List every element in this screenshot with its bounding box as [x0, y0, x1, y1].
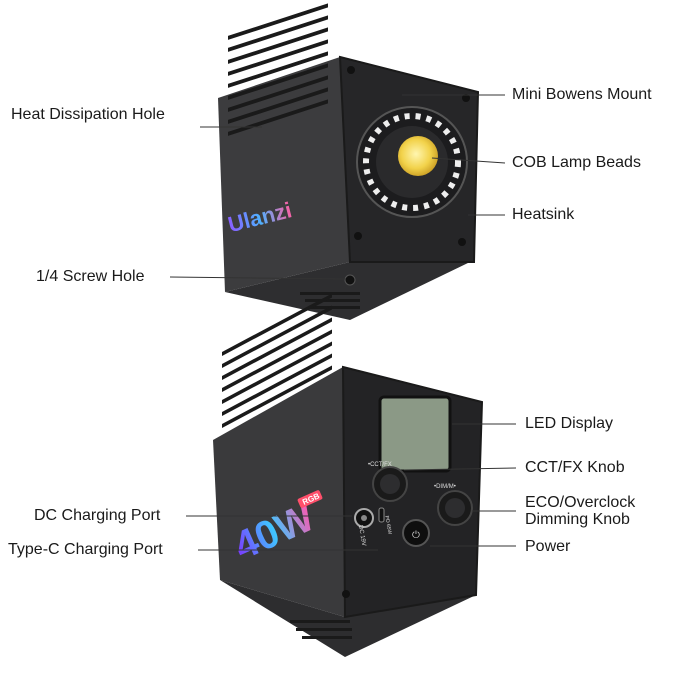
label-cct-fx-knob: CCT/FX Knob: [525, 459, 625, 476]
heat-dissipation-vents: [228, 3, 328, 136]
label-eco-overclock: ECO/Overclock Dimming Knob: [525, 494, 635, 528]
label-type-c-charging-port: Type-C Charging Port: [8, 541, 163, 558]
led-display: [378, 395, 452, 473]
label-heatsink: Heatsink: [512, 206, 575, 223]
type-c-port-icon: [378, 507, 385, 523]
power-icon: ⏻: [412, 530, 420, 541]
screw-hole-icon: [344, 274, 356, 286]
label-led-display: LED Display: [525, 415, 614, 432]
label-screw-hole: 1/4 Screw Hole: [36, 268, 145, 285]
label-heat-dissipation-hole: Heat Dissipation Hole: [11, 106, 165, 123]
cct-panel-label: •CCT/FX: [368, 462, 392, 468]
label-cob-lamp-beads: COB Lamp Beads: [512, 154, 641, 171]
dc-panel-label: DC 19V: [357, 525, 367, 547]
cob-lamp: [398, 136, 438, 176]
label-mini-bowens-mount: Mini Bowens Mount: [512, 86, 652, 103]
top-leader-lines: [169, 94, 506, 280]
rgb-badge: [297, 490, 323, 508]
label-eco-overclock-line1: ECO/Overclock: [525, 494, 636, 511]
dim-panel-label: •DIM/M•: [434, 484, 456, 490]
label-power: Power: [525, 538, 571, 555]
top-light-device: Ulanzi: [218, 3, 480, 320]
bottom-leader-lines: [186, 423, 517, 551]
side-vents: [222, 293, 332, 428]
label-dc-charging-port: DC Charging Port: [34, 507, 161, 524]
power-button[interactable]: [402, 519, 430, 547]
label-eco-overclock-line2: Dimming Knob: [525, 511, 630, 528]
pd-panel-label: PD 65W: [383, 515, 392, 535]
bottom-light-device: •CCT/FX •DIM/M• ⏻ DC 19V PD 65W 40W RGB: [213, 293, 484, 657]
